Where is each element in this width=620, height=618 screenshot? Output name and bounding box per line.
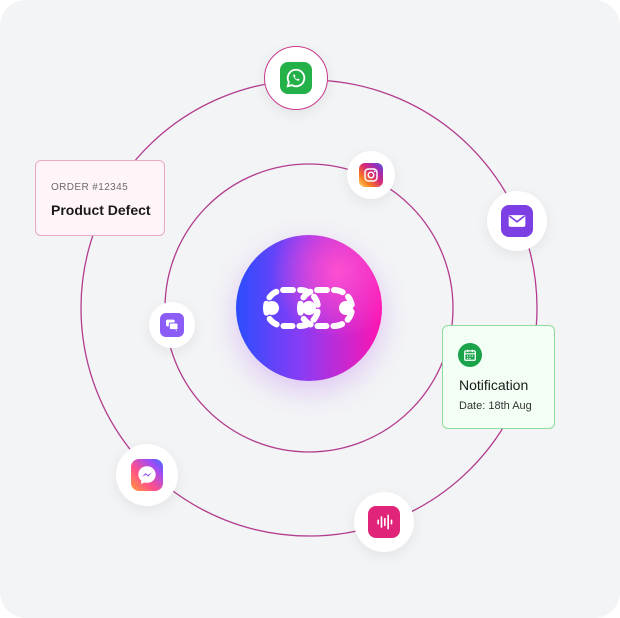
order-number: ORDER #12345 [51,182,129,193]
order-issue-title: Product Defect [51,202,151,218]
notification-card[interactable]: Notification Date: 18th Aug [442,325,555,429]
mail-node[interactable] [487,191,547,251]
chat-node[interactable] [149,302,195,348]
voice-node[interactable] [354,492,414,552]
instagram-node[interactable] [347,151,395,199]
link-chain-icon [263,287,355,329]
mail-icon [501,205,533,237]
instagram-icon [359,163,383,187]
voice-wave-icon [368,506,400,538]
central-hub [236,235,382,381]
calendar-icon [458,343,482,367]
notification-title: Notification [459,377,529,393]
notification-date: Date: 18th Aug [459,400,532,412]
order-card[interactable]: ORDER #12345 Product Defect [35,160,165,236]
messenger-icon [131,459,163,491]
messenger-node[interactable] [116,444,178,506]
whatsapp-node[interactable] [264,46,328,110]
chat-bubble-icon [160,313,184,337]
whatsapp-icon [280,62,312,94]
